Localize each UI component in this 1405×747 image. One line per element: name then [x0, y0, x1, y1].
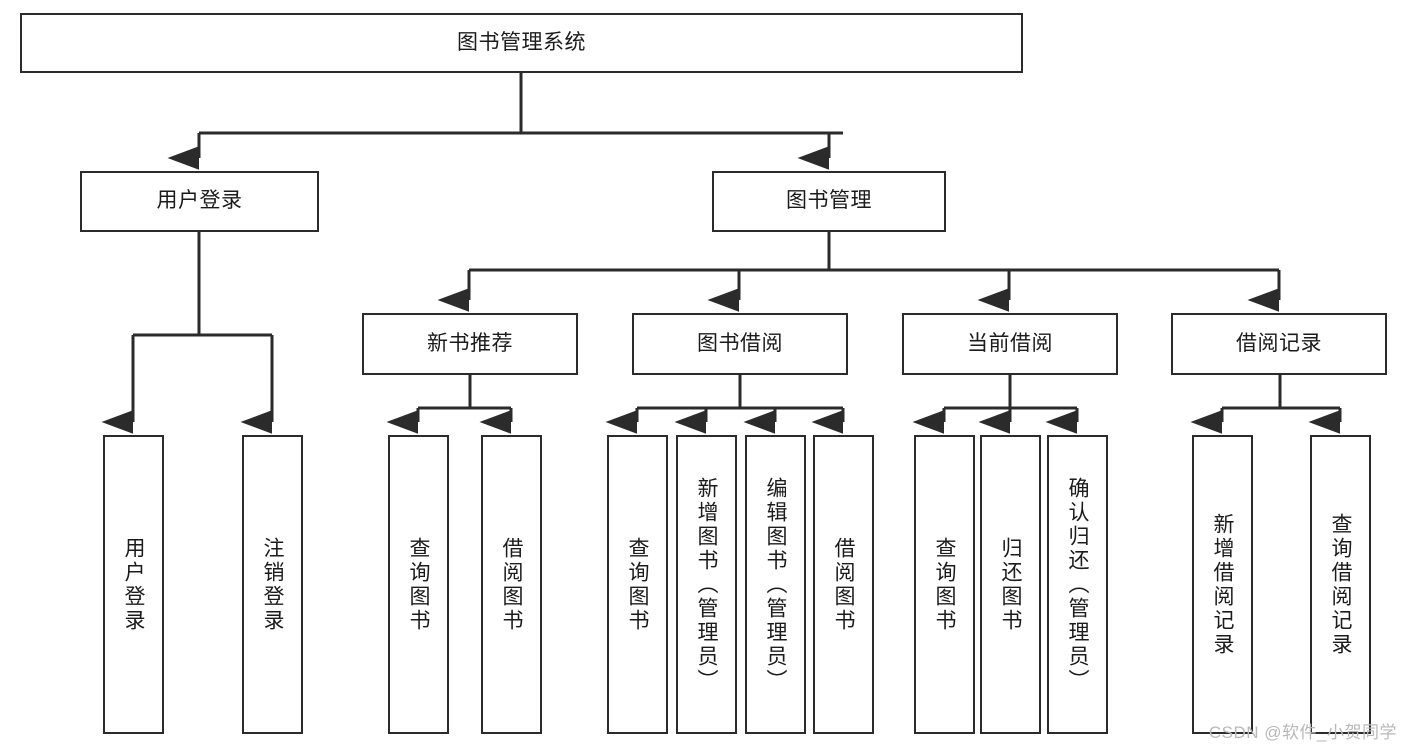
node-book-borrow[interactable]: 图书借阅: [632, 313, 848, 375]
node-root-label: 图书管理系统: [457, 30, 586, 54]
leaf-current-borrow-1-label: 查询图书: [933, 536, 956, 633]
leaf-borrow-record-1[interactable]: 新增借阅记录: [1192, 435, 1253, 734]
leaf-book-borrow-4-label: 借阅图书: [832, 536, 855, 633]
leaf-new-book-1-label: 查询图书: [407, 536, 430, 633]
leaf-borrow-record-2[interactable]: 查询借阅记录: [1310, 435, 1371, 734]
node-current-borrow-label: 当前借阅: [967, 331, 1053, 355]
leaf-new-book-2-label: 借阅图书: [500, 536, 523, 633]
leaf-current-borrow-1[interactable]: 查询图书: [914, 435, 975, 734]
leaf-borrow-record-1-label: 新增借阅记录: [1211, 512, 1234, 657]
node-root[interactable]: 图书管理系统: [20, 13, 1023, 73]
leaf-book-borrow-2-label: 新增图书（管理员）: [695, 476, 718, 693]
leaf-current-borrow-2[interactable]: 归还图书: [980, 435, 1041, 734]
leaf-book-borrow-3[interactable]: 编辑图书（管理员）: [745, 435, 806, 734]
leaf-current-borrow-2-label: 归还图书: [999, 536, 1022, 633]
leaf-new-book-1[interactable]: 查询图书: [388, 435, 449, 734]
leaf-current-borrow-3-label: 确认归还（管理员）: [1066, 476, 1089, 693]
leaf-borrow-record-2-label: 查询借阅记录: [1329, 512, 1352, 657]
node-book-management-label: 图书管理: [786, 189, 872, 213]
leaf-user-login-1-label: 用户登录: [122, 536, 145, 633]
node-borrow-record[interactable]: 借阅记录: [1171, 313, 1387, 375]
leaf-book-borrow-1[interactable]: 查询图书: [607, 435, 668, 734]
leaf-book-borrow-4[interactable]: 借阅图书: [813, 435, 874, 734]
node-book-borrow-label: 图书借阅: [697, 331, 783, 355]
node-current-borrow[interactable]: 当前借阅: [902, 313, 1118, 375]
leaf-current-borrow-3[interactable]: 确认归还（管理员）: [1047, 435, 1108, 734]
leaf-book-borrow-3-label: 编辑图书（管理员）: [764, 476, 787, 693]
watermark-text: CSDN @软件_小贺同学: [1208, 723, 1397, 742]
leaf-book-borrow-1-label: 查询图书: [626, 536, 649, 633]
node-book-management[interactable]: 图书管理: [712, 171, 946, 232]
leaf-new-book-2[interactable]: 借阅图书: [481, 435, 542, 734]
node-borrow-record-label: 借阅记录: [1236, 331, 1322, 355]
node-new-book-recommend[interactable]: 新书推荐: [362, 313, 578, 375]
leaf-user-login-1[interactable]: 用户登录: [103, 435, 164, 734]
node-user-login[interactable]: 用户登录: [80, 171, 319, 232]
leaf-user-login-2-label: 注销登录: [261, 536, 284, 633]
leaf-user-login-2[interactable]: 注销登录: [242, 435, 303, 734]
node-new-book-recommend-label: 新书推荐: [427, 331, 513, 355]
leaf-book-borrow-2[interactable]: 新增图书（管理员）: [676, 435, 737, 734]
node-user-login-label: 用户登录: [156, 189, 243, 213]
